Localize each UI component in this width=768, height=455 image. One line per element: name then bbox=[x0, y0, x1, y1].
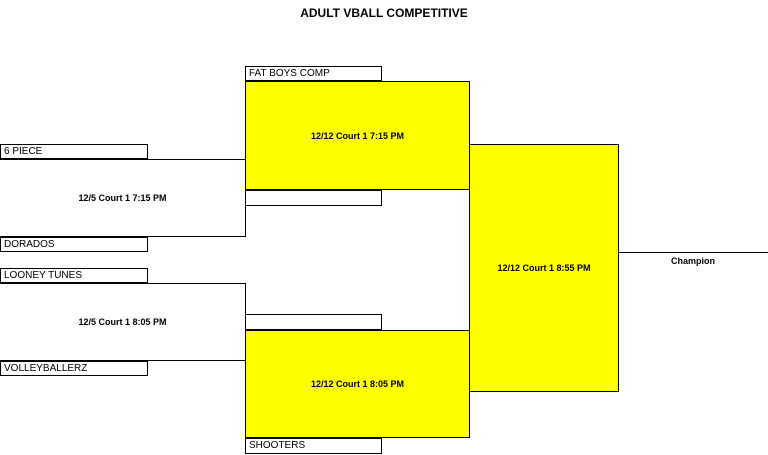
team-slot-dorados: DORADOS bbox=[0, 237, 148, 252]
match-box-r2-m2: 12/12 Court 1 8:05 PM bbox=[245, 330, 470, 438]
match-info-final: 12/12 Court 1 8:55 PM bbox=[497, 263, 591, 273]
champion-line bbox=[618, 252, 768, 253]
team-slot-volleyballerz: VOLLEYBALLERZ bbox=[0, 361, 148, 376]
team-slot-r2-m1-winner bbox=[245, 190, 382, 206]
team-slot-r2-m2-winner bbox=[245, 314, 382, 330]
match-box-r1-m2: 12/5 Court 1 8:05 PM bbox=[0, 283, 246, 361]
bracket-title: ADULT VBALL COMPETITIVE bbox=[300, 6, 468, 20]
match-info-r1-m1: 12/5 Court 1 7:15 PM bbox=[78, 193, 167, 203]
team-slot-fat-boys-comp: FAT BOYS COMP bbox=[245, 66, 382, 81]
team-slot-6-piece: 6 PIECE bbox=[0, 144, 148, 159]
match-box-r1-m1: 12/5 Court 1 7:15 PM bbox=[0, 159, 246, 237]
match-info-r1-m2: 12/5 Court 1 8:05 PM bbox=[78, 317, 167, 327]
team-slot-looney-tunes: LOONEY TUNES bbox=[0, 268, 148, 283]
team-slot-shooters: SHOOTERS bbox=[245, 438, 382, 454]
match-box-r2-m1: 12/12 Court 1 7:15 PM bbox=[245, 81, 470, 190]
match-info-r2-m2: 12/12 Court 1 8:05 PM bbox=[310, 379, 405, 389]
match-info-r2-m1: 12/12 Court 1 7:15 PM bbox=[310, 130, 405, 141]
match-box-final: 12/12 Court 1 8:55 PM bbox=[469, 144, 619, 392]
champion-label: Champion bbox=[671, 256, 715, 266]
